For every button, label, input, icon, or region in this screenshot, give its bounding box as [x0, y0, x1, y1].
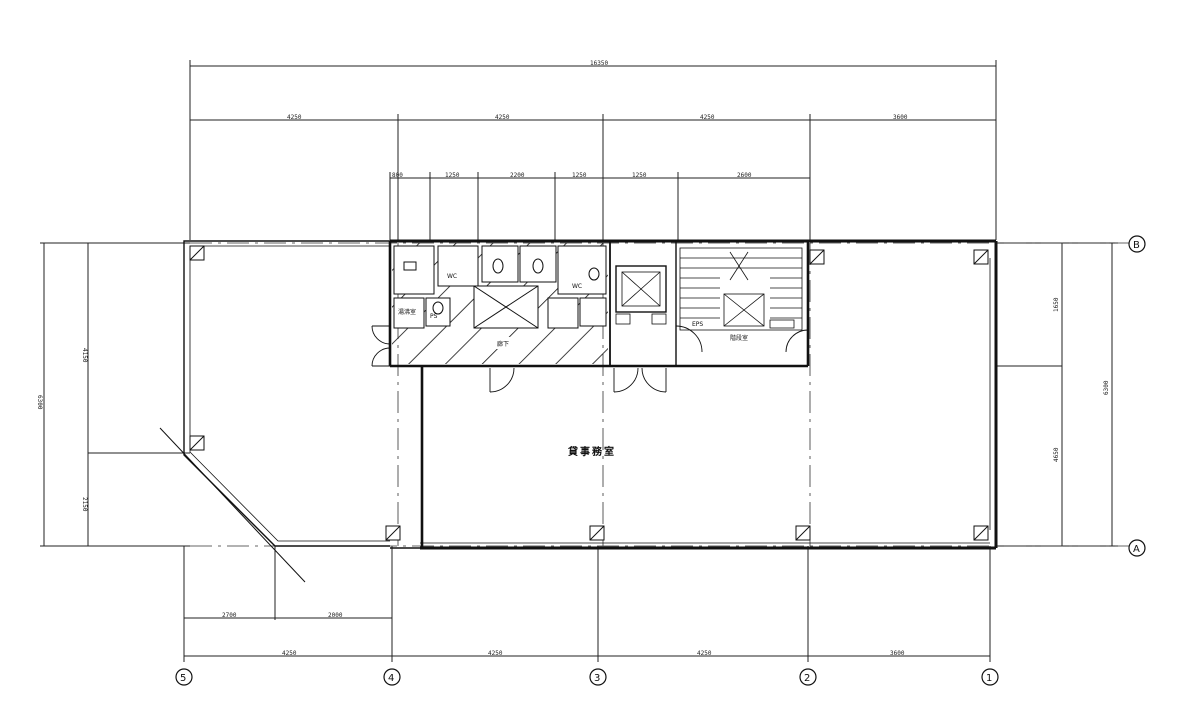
left-dimensions	[40, 242, 190, 547]
grid-label-3: 3	[594, 673, 600, 684]
bottom-dimensions	[183, 546, 991, 662]
dim-sub5: 1250	[632, 172, 647, 179]
elevator	[615, 265, 667, 325]
room-label-ps: PS	[430, 313, 438, 320]
dim-top-seg3: 4250	[700, 114, 715, 121]
section-cut-line	[159, 427, 306, 583]
wc-fixtures	[393, 245, 607, 329]
grid-label-b: B	[1133, 240, 1140, 251]
room-label-stair: 階段室	[730, 334, 748, 342]
dim-top-seg2: 4250	[495, 114, 510, 121]
dim-left-lower: 2150	[81, 497, 88, 512]
grid-label-5: 5	[180, 673, 186, 684]
grid-label-2: 2	[804, 673, 810, 684]
grid-label-4: 4	[388, 673, 394, 684]
dim-top-overall: 16350	[590, 60, 608, 67]
dim-sub2: 1250	[445, 172, 460, 179]
columns	[189, 245, 989, 541]
dim-bottom-c4: 3600	[890, 650, 905, 657]
staircase	[679, 247, 803, 331]
grid-bubbles	[175, 235, 1146, 686]
dim-bottom-b2: 2000	[328, 612, 343, 619]
corridor-label: 廊下	[497, 340, 509, 348]
corridor-label-bg	[494, 337, 520, 349]
dim-right-overall: 6300	[1103, 380, 1110, 395]
dim-sub4: 1250	[572, 172, 587, 179]
right-dimensions	[996, 242, 1118, 547]
dim-left-overall: 6300	[36, 395, 43, 410]
dim-right-upper: 1650	[1053, 297, 1060, 312]
dim-bottom-c3: 4250	[697, 650, 712, 657]
room-label-eps: EPS	[692, 321, 703, 328]
dim-left-upper: 4150	[81, 348, 88, 363]
room-label-wc-a: WC	[447, 273, 457, 280]
dim-top-seg1: 4250	[287, 114, 302, 121]
dim-sub3: 2200	[510, 172, 525, 179]
grid-label-1: 1	[986, 673, 992, 684]
top-dimensions	[189, 60, 997, 240]
room-label-kitchen: 湯沸室	[398, 308, 416, 316]
grid-label-a: A	[1133, 544, 1140, 555]
dim-right-lower: 4650	[1053, 447, 1060, 462]
dim-sub1: 800	[392, 172, 403, 179]
main-room-label: 貸事務室	[567, 445, 616, 458]
dim-top-seg4: 3600	[893, 114, 908, 121]
doors	[371, 325, 809, 393]
dim-bottom-c1: 4250	[282, 650, 297, 657]
dim-bottom-c2: 4250	[488, 650, 503, 657]
dim-sub6: 2600	[737, 172, 752, 179]
building-outline	[183, 239, 998, 550]
room-label-wc-b: WC	[572, 283, 582, 290]
dim-bottom-b1: 2700	[222, 612, 237, 619]
